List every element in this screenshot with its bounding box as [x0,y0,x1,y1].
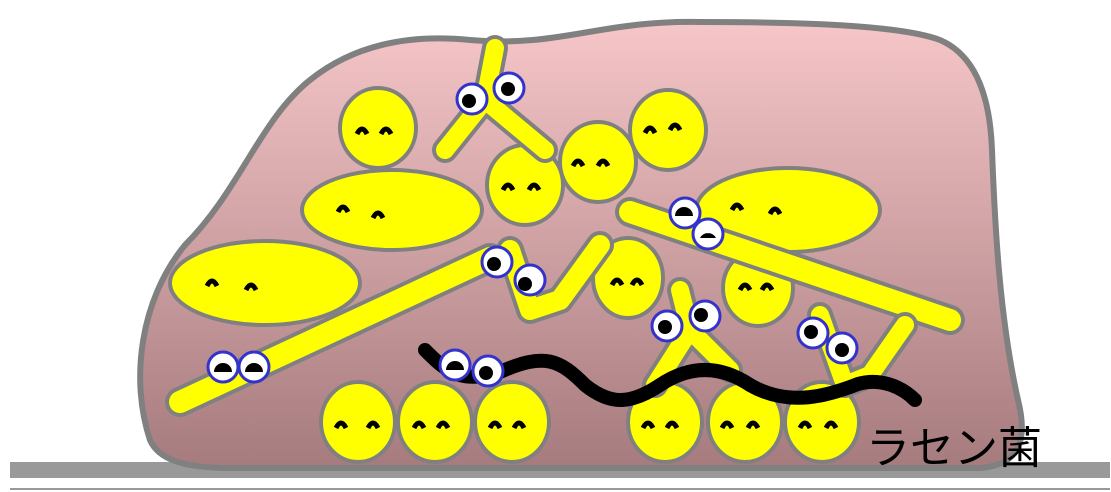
spirochete-label: ラセン菌 [866,412,1042,476]
coccus-bacterium [398,382,472,462]
ellipse-bacterium [170,241,360,325]
coccus-bacterium [321,382,395,462]
coccus-bacterium [630,90,706,170]
ellipse-bacterium [302,170,482,250]
coccus-bacterium [560,122,636,202]
ground-line [10,488,1110,490]
coccus-bacterium [340,88,416,168]
coccus-bacterium [475,382,549,462]
